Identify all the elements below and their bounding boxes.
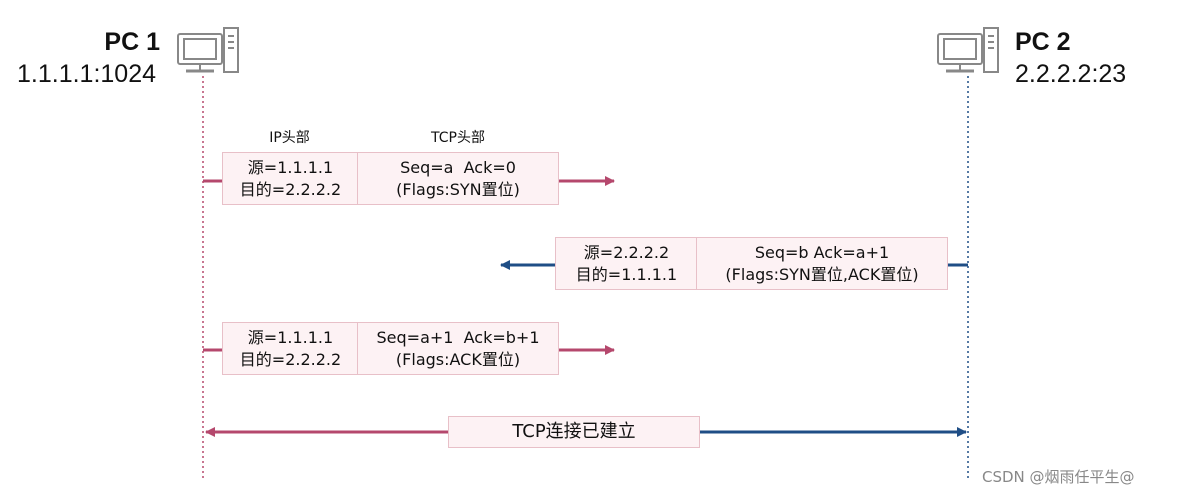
pc2-address: 2.2.2.2:23 xyxy=(1015,60,1127,88)
segment-2-ip-destination: 目的=1.1.1.1 xyxy=(575,264,678,284)
segment-1-tcp-flags: (Flags:SYN置位) xyxy=(396,179,520,199)
segment-3-ip-destination: 目的=2.2.2.2 xyxy=(239,349,342,369)
segment-1-ip-source: 源=1.1.1.1 xyxy=(247,157,334,177)
segment-2-ip-header: 源=2.2.2.2 目的=1.1.1.1 xyxy=(556,238,697,289)
pc1-address: 1.1.1.1:1024 xyxy=(17,60,157,88)
pc1-name: PC 1 xyxy=(104,28,160,56)
segment-2-ip-source: 源=2.2.2.2 xyxy=(583,242,670,262)
segment-2-tcp-flags: (Flags:SYN置位,ACK置位) xyxy=(725,264,919,284)
segment-1-tcp-header: Seq=a Ack=0 (Flags:SYN置位) xyxy=(358,153,558,204)
segment-3-ip-header: 源=1.1.1.1 目的=2.2.2.2 xyxy=(223,323,358,374)
segment-2-tcp-header: Seq=b Ack=a+1 (Flags:SYN置位,ACK置位) xyxy=(697,238,947,289)
segment-1-box: 源=1.1.1.1 目的=2.2.2.2 Seq=a Ack=0 (Flags:… xyxy=(222,152,559,205)
watermark: CSDN @烟雨任平生@ xyxy=(982,468,1135,486)
pc1-computer-icon xyxy=(177,27,239,73)
connection-established-box: TCP连接已建立 xyxy=(448,416,700,448)
segment-3-tcp-header: Seq=a+1 Ack=b+1 (Flags:ACK置位) xyxy=(358,323,558,374)
pc2-name: PC 2 xyxy=(1015,28,1071,56)
segment-2-box: 源=2.2.2.2 目的=1.1.1.1 Seq=b Ack=a+1 (Flag… xyxy=(555,237,948,290)
pc2-computer-icon xyxy=(937,27,999,73)
connection-established-label: TCP连接已建立 xyxy=(512,421,636,442)
tcp-header-label: TCP头部 xyxy=(431,130,485,146)
segment-1-ip-destination: 目的=2.2.2.2 xyxy=(239,179,342,199)
segment-3-ip-source: 源=1.1.1.1 xyxy=(247,327,334,347)
segment-1-ip-header: 源=1.1.1.1 目的=2.2.2.2 xyxy=(223,153,358,204)
ip-header-label: IP头部 xyxy=(269,130,310,146)
segment-1-tcp-seq-ack: Seq=a Ack=0 xyxy=(400,157,516,177)
segment-3-box: 源=1.1.1.1 目的=2.2.2.2 Seq=a+1 Ack=b+1 (Fl… xyxy=(222,322,559,375)
segment-3-tcp-flags: (Flags:ACK置位) xyxy=(395,349,521,369)
segment-2-tcp-seq-ack: Seq=b Ack=a+1 xyxy=(754,242,890,262)
segment-3-tcp-seq-ack: Seq=a+1 Ack=b+1 xyxy=(376,327,540,347)
